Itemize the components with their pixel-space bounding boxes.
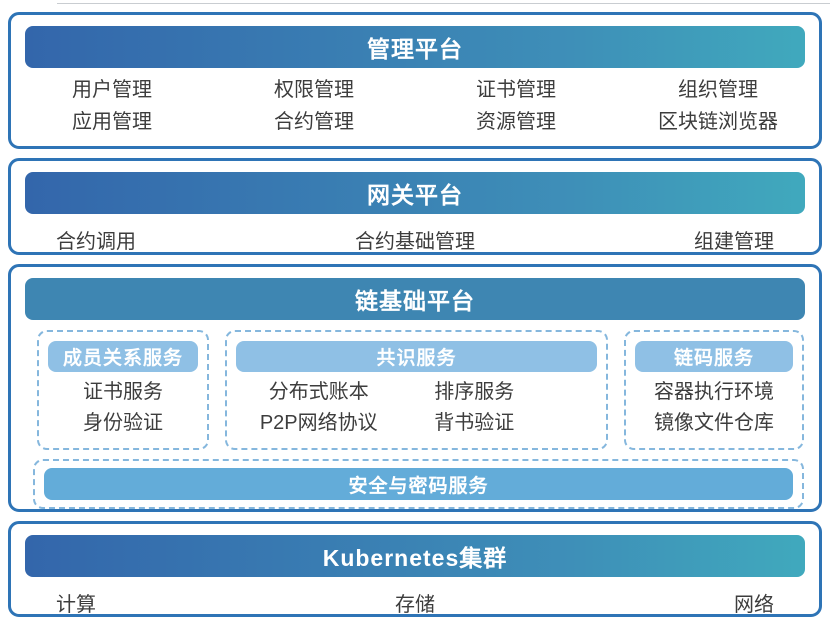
kubernetes-items-row: 计算 存储 网络 — [11, 590, 819, 621]
consensus-item-endorsement-verification: 背书验证 — [434, 412, 515, 434]
panel-chain-base-platform: 链基础平台 成员关系服务 证书服务 身份验证 共识服务 分布式账本 排序服务 — [8, 264, 822, 512]
member-item-certificate-service: 证书服务 — [83, 381, 163, 403]
consensus-item-p2p-network-protocol: P2P网络协议 — [259, 412, 378, 434]
chain-base-platform-header: 链基础平台 — [25, 278, 805, 320]
kubernetes-item-storage: 存储 — [395, 594, 435, 616]
gateway-platform-header: 网关平台 — [25, 172, 805, 214]
gateway-item-contract-call: 合约调用 — [56, 231, 136, 253]
group-member-relationship-service: 成员关系服务 证书服务 身份验证 — [37, 330, 209, 450]
member-relationship-service-chip: 成员关系服务 — [48, 341, 198, 372]
kubernetes-item-compute: 计算 — [56, 594, 96, 616]
management-item-certificate: 证书管理 — [476, 79, 556, 101]
chain-base-platform-title: 链基础平台 — [355, 288, 475, 314]
chaincode-item-image-file-repository: 镜像文件仓库 — [654, 412, 774, 434]
management-platform-header: 管理平台 — [25, 26, 805, 68]
panel-gateway-platform: 网关平台 合约调用 合约基础管理 组建管理 — [8, 158, 822, 255]
management-item-application: 应用管理 — [72, 111, 152, 133]
group-consensus-service: 共识服务 分布式账本 排序服务 P2P网络协议 背书验证 — [225, 330, 608, 450]
chaincode-service-items: 容器执行环境 镜像文件仓库 — [635, 377, 793, 439]
member-service-items: 证书服务 身份验证 — [48, 377, 198, 439]
consensus-item-ordering-service: 排序服务 — [434, 381, 515, 403]
management-item-user: 用户管理 — [72, 79, 152, 101]
management-items-grid: 用户管理 权限管理 证书管理 组织管理 应用管理 合约管理 资源管理 区块链浏览… — [11, 75, 819, 138]
management-platform-title: 管理平台 — [367, 36, 463, 62]
gateway-item-component-management: 组建管理 — [694, 231, 774, 253]
security-crypto-service-title: 安全与密码服务 — [348, 475, 489, 497]
management-item-contract: 合约管理 — [274, 111, 354, 133]
consensus-item-distributed-ledger: 分布式账本 — [268, 381, 369, 403]
security-crypto-service-bar: 安全与密码服务 — [44, 468, 793, 500]
top-divider-line — [57, 3, 830, 4]
consensus-service-title: 共识服务 — [376, 348, 457, 369]
member-item-identity-verification: 身份验证 — [83, 412, 163, 434]
gateway-item-contract-base-management: 合约基础管理 — [355, 231, 475, 253]
kubernetes-item-network: 网络 — [734, 594, 774, 616]
management-item-resource: 资源管理 — [476, 111, 556, 133]
management-item-organization: 组织管理 — [678, 79, 758, 101]
chaincode-service-chip: 链码服务 — [635, 341, 793, 372]
kubernetes-cluster-title: Kubernetes集群 — [322, 545, 508, 571]
management-item-blockchain-browser: 区块链浏览器 — [658, 111, 778, 133]
gateway-platform-title: 网关平台 — [367, 182, 463, 208]
gateway-items-row: 合约调用 合约基础管理 组建管理 — [11, 227, 819, 258]
member-relationship-service-title: 成员关系服务 — [62, 348, 183, 369]
consensus-service-chip: 共识服务 — [236, 341, 597, 372]
security-crypto-service-box: 安全与密码服务 — [33, 459, 804, 509]
chaincode-item-container-runtime: 容器执行环境 — [654, 381, 774, 403]
chaincode-service-title: 链码服务 — [673, 348, 754, 369]
kubernetes-cluster-header: Kubernetes集群 — [25, 535, 805, 577]
management-item-permission: 权限管理 — [274, 79, 354, 101]
panel-kubernetes-cluster: Kubernetes集群 计算 存储 网络 — [8, 521, 822, 617]
group-chaincode-service: 链码服务 容器执行环境 镜像文件仓库 — [624, 330, 804, 450]
panel-management-platform: 管理平台 用户管理 权限管理 证书管理 组织管理 应用管理 合约管理 资源管理 … — [8, 12, 822, 149]
consensus-service-items: 分布式账本 排序服务 P2P网络协议 背书验证 — [236, 377, 597, 439]
chain-base-service-groups: 成员关系服务 证书服务 身份验证 共识服务 分布式账本 排序服务 P2P网络协议… — [37, 330, 804, 450]
